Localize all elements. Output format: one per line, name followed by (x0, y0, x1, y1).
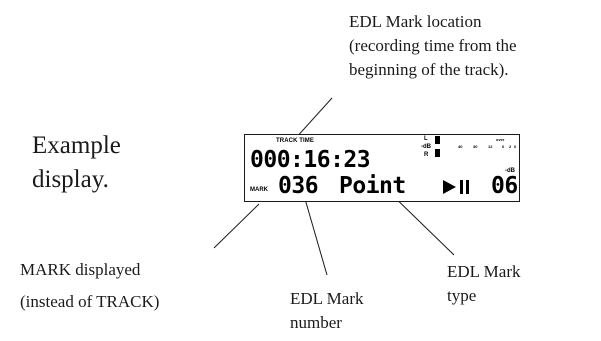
callout-line: (recording time from the (349, 36, 517, 55)
callout-mark-displayed: MARK displayed (instead of TRACK) (20, 258, 159, 314)
mark-label: MARK (250, 187, 268, 193)
callout-line: (instead of TRACK) (20, 292, 160, 311)
play-pause-icon (443, 180, 469, 194)
channel-db-label: -dB (421, 144, 431, 150)
meter-scale-tick: 6 (502, 144, 505, 149)
meter-scale-tick: 2 (509, 144, 512, 149)
time-readout: 000:16:23 (250, 147, 371, 173)
example-label: Example display. (32, 129, 121, 197)
lcd-display: TRACK TIME 000:16:23 L -dB R 40 30 12 6 … (244, 134, 520, 202)
leader-mark-number (302, 191, 328, 276)
meter-scale-tick: over (496, 137, 505, 142)
meter-scale-tick: 12 (488, 144, 493, 149)
example-line: Example (32, 132, 121, 159)
callout-line: MARK displayed (20, 260, 141, 279)
callout-mark-type: EDL Mark type (447, 260, 521, 308)
example-line: display. (32, 166, 109, 193)
level-meter-l (435, 136, 440, 144)
db-right-label: -dB (505, 168, 515, 174)
callout-line: EDL Mark (290, 289, 364, 308)
meter-scale-tick: 30 (473, 144, 478, 149)
meter-scale-tick: 0 (514, 144, 517, 149)
callout-line: type (447, 286, 477, 305)
callout-line: EDL Mark location (349, 12, 482, 31)
leader-mark-displayed (213, 203, 260, 249)
track-number: 06 (491, 173, 518, 199)
callout-line: number (290, 313, 342, 332)
callout-mark-location: EDL Mark location (recording time from t… (349, 10, 517, 82)
channel-r-label: R (424, 152, 429, 158)
channel-l-label: L (424, 136, 428, 142)
callout-line: EDL Mark (447, 262, 521, 281)
callout-mark-number: EDL Mark number (290, 287, 364, 335)
meter-scale-tick: 40 (458, 144, 463, 149)
callout-line: beginning of the track). (349, 60, 509, 79)
mark-number: 036 (278, 173, 319, 199)
level-meter-r (435, 149, 440, 157)
track-time-label: TRACK TIME (276, 138, 314, 144)
mark-type: Point (339, 173, 406, 199)
